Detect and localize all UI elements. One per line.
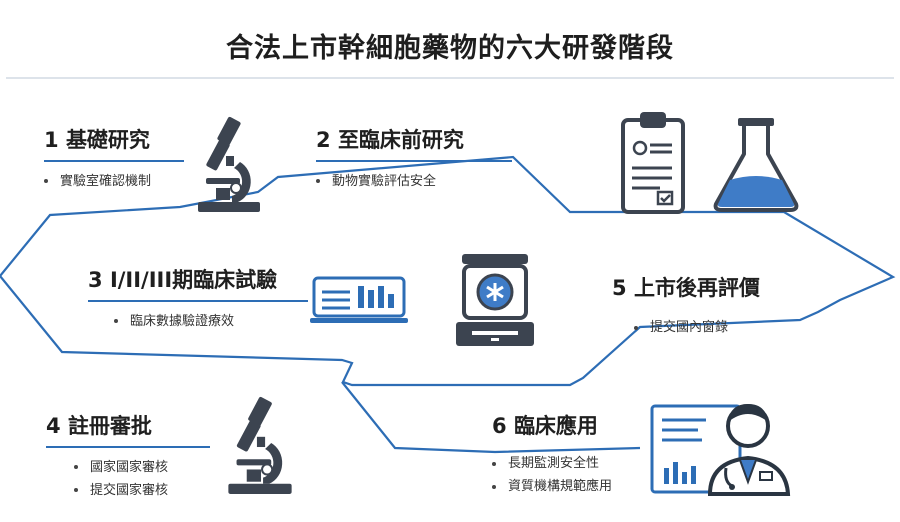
step-2-bullets: 動物實驗評估安全 [316,170,516,193]
bullet-dot-icon [114,319,118,323]
bullet: 實驗室確認機制 [44,170,194,193]
step-4: 4 註冊審批 國家國家審核 提交國家審核 [46,410,216,502]
device-icon [456,254,534,346]
step-2-number: 2 [316,128,331,152]
step-1-rule [44,160,184,162]
bullet: 資質機構規範應用 [492,475,652,498]
flow-line-1 [0,155,896,387]
step-3-name: I/II/III期臨床試驗 [109,268,278,292]
data-screen-icon [310,276,408,323]
bullet-text: 國家國家審核 [90,459,169,475]
microscope-icon [198,116,260,212]
title-divider [6,77,894,79]
step-3-bullets: 臨床數據驗證療效 [114,310,318,333]
step-4-rule [46,446,210,448]
step-3: 3 I/II/III期臨床試驗 臨床數據驗證療效 [88,264,318,333]
step-1-name: 基礎研究 [65,128,150,152]
step-5: 5 上市後再評價 提交國內窗錄 [612,272,812,339]
step-5-name: 上市後再評價 [633,276,760,300]
step-3-number: 3 [88,268,103,292]
step-6: 6 臨床應用 長期監測安全性 資質機構規範應用 [492,410,652,498]
step-6-heading: 6 臨床應用 [492,410,652,440]
step-1: 1 基礎研究 實驗室確認機制 [44,124,194,193]
bullet: 提交國家審核 [74,479,216,502]
bullet-text: 臨床數據驗證療效 [130,313,235,329]
bullet-text: 長期監測安全性 [508,456,600,471]
step-2-rule [316,160,512,162]
bullet-dot-icon [74,488,78,492]
page-title: 合法上市幹細胞藥物的六大研發階段 [226,33,674,64]
bullet: 國家國家審核 [74,456,216,479]
bullet: 臨床數據驗證療效 [114,310,318,333]
step-6-bullets: 長期監測安全性 資質機構規範應用 [492,452,652,498]
step-3-heading: 3 I/II/III期臨床試驗 [88,264,318,294]
bullet-dot-icon [492,461,496,466]
step-2-heading: 2 至臨床前研究 [316,124,516,154]
bullet-dot-icon [316,179,320,183]
clipboard-icon [621,112,685,214]
step-6-number: 6 [492,414,507,438]
step-2: 2 至臨床前研究 動物實驗評估安全 [316,124,516,193]
bullet-text: 提交國內窗錄 [650,320,729,335]
bullet-text: 實驗室確認機制 [60,173,152,189]
bullet-dot-icon [44,179,48,183]
bullet-dot-icon [634,325,638,330]
step-6-name: 臨床應用 [513,414,598,438]
step-3-rule [88,300,308,302]
bullet-text: 動物實驗評估安全 [332,173,437,189]
bullet-dot-icon [492,484,496,489]
step-4-name: 註冊審批 [67,414,152,438]
doctor-chart-icon [650,404,791,496]
bullet: 長期監測安全性 [492,452,652,475]
bullet-dot-icon [74,465,78,469]
step-1-heading: 1 基礎研究 [44,124,194,154]
step-4-bullets: 國家國家審核 提交國家審核 [74,456,216,502]
bullet-text: 提交國家審核 [90,482,169,498]
step-4-number: 4 [46,414,61,438]
bullet: 提交國內窗錄 [634,316,812,339]
step-1-number: 1 [44,128,59,152]
step-1-bullets: 實驗室確認機制 [44,170,194,193]
flow-line-2 [341,381,641,454]
microscope-icon [228,396,292,494]
bullet: 動物實驗評估安全 [316,170,516,193]
step-2-name: 至臨床前研究 [337,128,464,152]
step-5-heading: 5 上市後再評價 [612,272,812,302]
bullet-text: 資質機構規範應用 [508,479,613,494]
step-5-bullets: 提交國內窗錄 [634,316,812,339]
flask-icon [713,118,799,212]
step-4-heading: 4 註冊審批 [46,410,216,440]
step-5-number: 5 [612,276,627,300]
